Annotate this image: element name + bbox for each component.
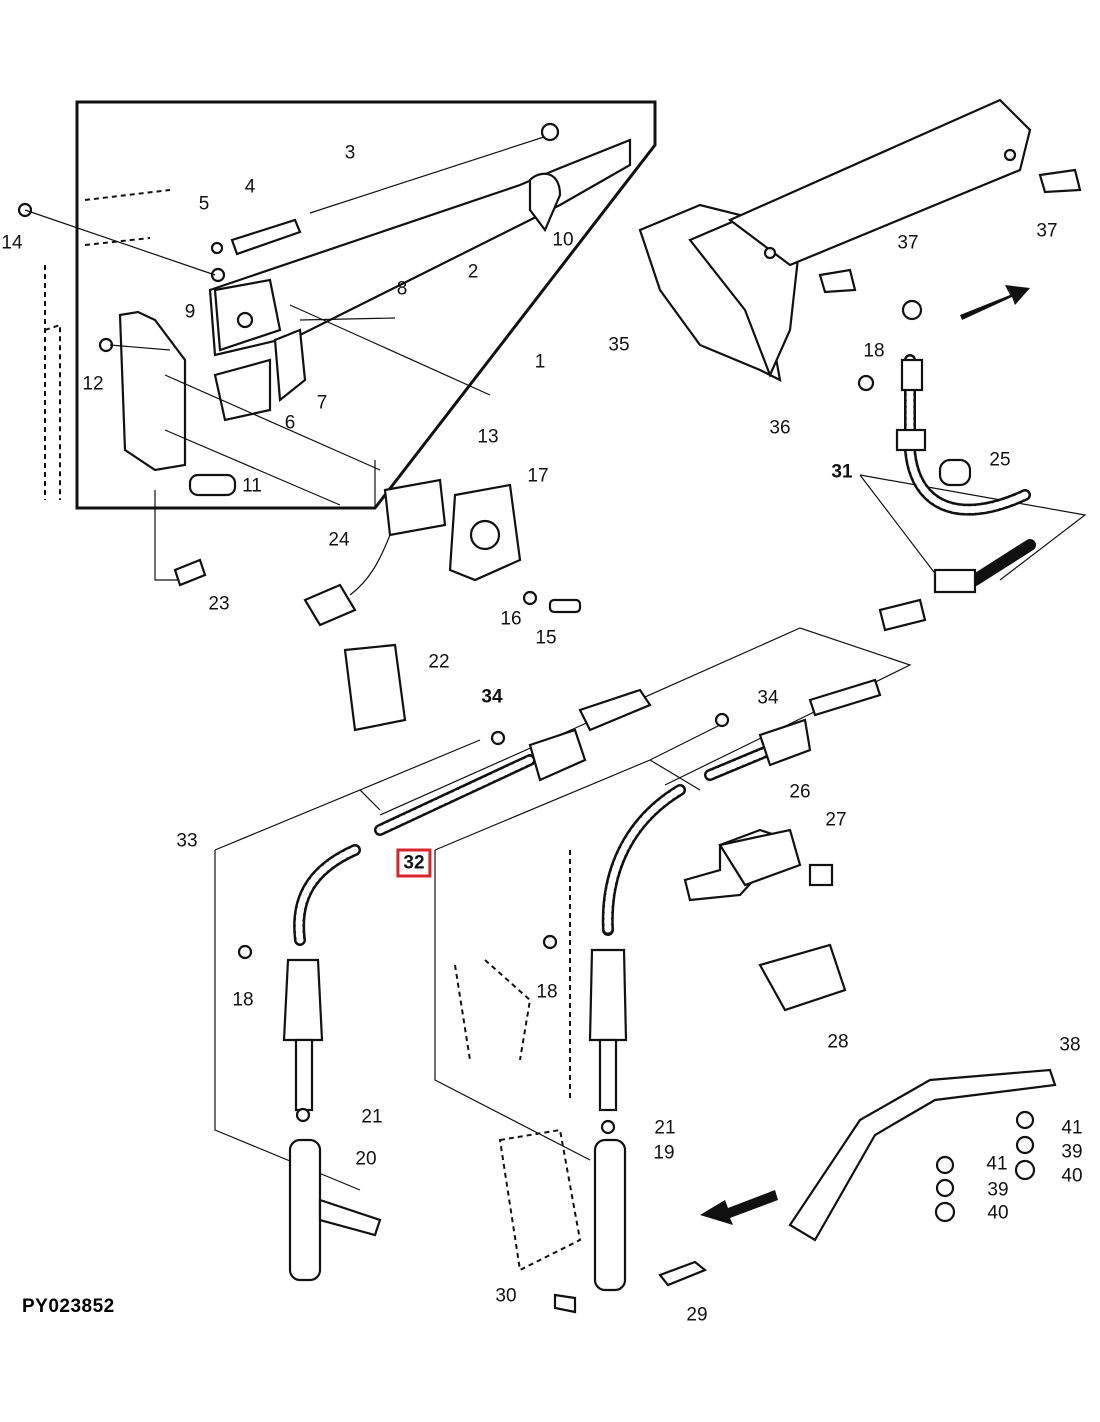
callout-21[interactable]: 21: [654, 1117, 676, 1139]
callout-12[interactable]: 12: [82, 373, 104, 395]
callout-40[interactable]: 40: [987, 1202, 1009, 1224]
callout-36[interactable]: 36: [769, 417, 791, 439]
cable-31: [857, 299, 1036, 632]
part-22-clip: [343, 643, 407, 732]
callout-39[interactable]: 39: [1061, 1141, 1083, 1163]
inset-frame: [75, 100, 657, 510]
callout-5[interactable]: 5: [198, 193, 210, 215]
pivot-bracket: [17, 202, 307, 497]
callout-21[interactable]: 21: [361, 1106, 383, 1128]
callout-41[interactable]: 41: [986, 1153, 1008, 1175]
callout-22[interactable]: 22: [428, 651, 450, 673]
callout-41[interactable]: 41: [1061, 1117, 1083, 1139]
sensor-assembly: [173, 478, 582, 627]
callout-27[interactable]: 27: [825, 809, 847, 831]
callout-37[interactable]: 37: [1036, 220, 1058, 242]
direction-arrows: [700, 285, 1030, 1225]
callout-39[interactable]: 39: [987, 1179, 1009, 1201]
callout-15[interactable]: 15: [535, 627, 557, 649]
callout-23[interactable]: 23: [208, 593, 230, 615]
callout-18[interactable]: 18: [232, 989, 254, 1011]
callout-2[interactable]: 2: [467, 261, 479, 283]
callout-20[interactable]: 20: [355, 1148, 377, 1170]
callout-28[interactable]: 28: [827, 1031, 849, 1053]
cable-33: [237, 688, 652, 1282]
callout-17[interactable]: 17: [527, 465, 549, 487]
callout-31[interactable]: 31: [831, 461, 853, 483]
background-outlines: [44, 189, 582, 1272]
bracket-38: [788, 1068, 1057, 1242]
callout-19[interactable]: 19: [653, 1142, 675, 1164]
callout-6[interactable]: 6: [284, 412, 296, 434]
callout-1[interactable]: 1: [534, 351, 546, 373]
callout-4[interactable]: 4: [244, 176, 256, 198]
brackets-26-28: [683, 828, 847, 1012]
callout-29[interactable]: 29: [686, 1304, 708, 1326]
callout-8[interactable]: 8: [396, 278, 408, 300]
callout-9[interactable]: 9: [184, 301, 196, 323]
callout-38[interactable]: 38: [1059, 1034, 1081, 1056]
callout-18[interactable]: 18: [536, 981, 558, 1003]
callout-30[interactable]: 30: [495, 1285, 517, 1307]
park-brake-lever: [208, 122, 632, 357]
callout-13[interactable]: 13: [477, 426, 499, 448]
callout-10[interactable]: 10: [552, 229, 574, 251]
callout-16[interactable]: 16: [500, 608, 522, 630]
callout-34[interactable]: 34: [757, 687, 779, 709]
callout-3[interactable]: 3: [344, 142, 356, 164]
callout-7[interactable]: 7: [316, 392, 328, 414]
cable-32: [542, 678, 882, 1314]
callout-40[interactable]: 40: [1061, 1165, 1083, 1187]
lever-cover: [638, 98, 1082, 382]
callout-34[interactable]: 34: [481, 686, 503, 708]
highlighted-callout-32[interactable]: 32: [396, 848, 432, 878]
callout-18[interactable]: 18: [863, 340, 885, 362]
callout-14[interactable]: 14: [1, 232, 23, 254]
callout-25[interactable]: 25: [989, 449, 1011, 471]
callout-37[interactable]: 37: [897, 232, 919, 254]
callout-26[interactable]: 26: [789, 781, 811, 803]
callout-11[interactable]: 11: [242, 475, 262, 497]
callout-35[interactable]: 35: [608, 334, 630, 356]
document-id: PY023852: [22, 1296, 115, 1317]
callout-24[interactable]: 24: [328, 529, 350, 551]
callout-33[interactable]: 33: [176, 830, 198, 852]
